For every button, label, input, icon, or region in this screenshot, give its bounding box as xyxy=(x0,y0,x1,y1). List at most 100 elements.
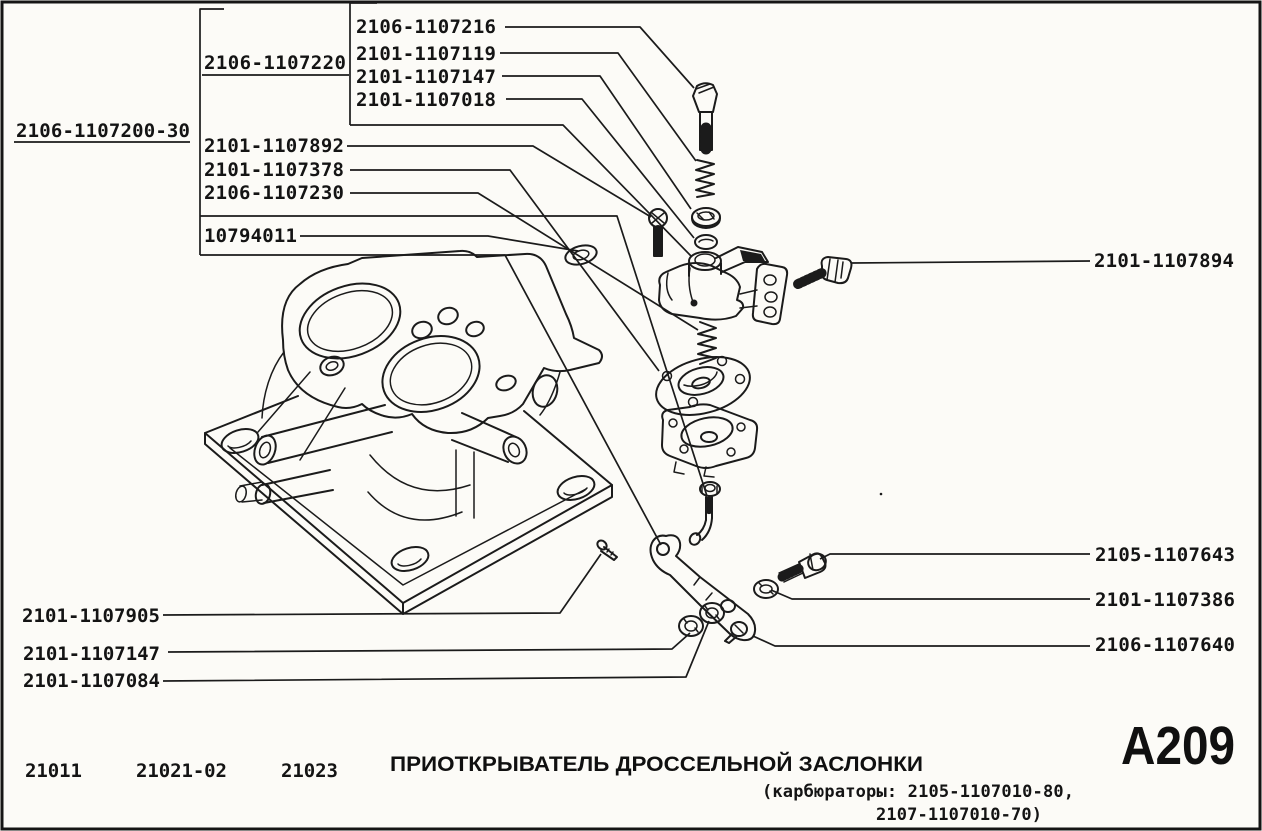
screw-lever-threads xyxy=(777,563,806,582)
rod-nut-hole xyxy=(704,483,716,493)
base-slot-bottom xyxy=(390,546,430,572)
flange-hole-1 xyxy=(763,274,777,286)
label-bushing-lever: 2101-1107084 xyxy=(23,670,160,692)
footer: 21011 21021-02 21023 ПРИОТКРЫВАТЕЛЬ ДРОС… xyxy=(25,716,1235,825)
nipple-end xyxy=(234,485,248,503)
label-lever: 2106-1107640 xyxy=(1095,634,1235,656)
rod-and-nut-drawing xyxy=(688,481,721,546)
screw-lever-head xyxy=(807,552,827,572)
bushing-hatch xyxy=(704,605,720,620)
leader-spring-upper xyxy=(500,52,697,162)
bolt-side-drawing xyxy=(793,256,853,289)
label-washer-small: 2101-1107386 xyxy=(1095,589,1235,611)
base-flange-inner-edge xyxy=(229,447,587,586)
housing-hole-4 xyxy=(726,447,736,457)
vacuum-tube xyxy=(261,469,334,504)
valve-body-boss-bore xyxy=(694,253,716,267)
valve-body-main xyxy=(658,262,745,321)
housing-outline xyxy=(661,403,759,469)
housing-center-hole xyxy=(700,431,718,443)
venturi-bore-1-inner xyxy=(306,289,394,353)
base-flange-thickness xyxy=(204,432,613,615)
leader-washer-small xyxy=(770,589,1090,600)
washer-lock-drawing xyxy=(691,207,721,229)
label-assembly: 2106-1107200-30 xyxy=(16,120,190,142)
label-gasket: 10794011 xyxy=(204,225,297,247)
leader-bushing-lever xyxy=(162,620,710,682)
lever-bend-creases xyxy=(693,576,713,601)
valve-body-spout xyxy=(715,246,769,273)
bolt-long-drawing xyxy=(692,82,718,155)
plate-number: A209 xyxy=(1121,716,1235,776)
screw-lever-shaft xyxy=(778,563,804,583)
flange-hole-2 xyxy=(764,291,778,303)
label-washer-plain: 2101-1107018 xyxy=(356,89,496,111)
washer-lever-hatch xyxy=(683,618,699,633)
leader-washer-lock xyxy=(502,75,692,210)
washer-lock-hole xyxy=(697,211,715,221)
exploded-parts-drawing xyxy=(596,82,883,644)
base-slot-bottom-inner xyxy=(397,558,422,567)
label-bolt-long: 2106-1107216 xyxy=(356,16,496,38)
carburetor-note-line2: 2107-1107010-70) xyxy=(876,805,1042,825)
page-title: ПРИОТКРЫВАТЕЛЬ ДРОССЕЛЬНОЙ ЗАСЛОНКИ xyxy=(390,752,923,776)
venturi-bore-2-inner xyxy=(389,342,473,406)
washer-lever-inner xyxy=(684,620,698,632)
fuel-tube xyxy=(261,404,393,464)
housing-hole-2 xyxy=(679,444,689,454)
bolt-small-slot xyxy=(651,212,665,224)
bolt-side-head xyxy=(820,256,853,285)
label-diaphragm: 2101-1107378 xyxy=(204,159,344,181)
flange-arm-lines xyxy=(739,289,758,309)
valve-body-spout-shade xyxy=(740,250,765,261)
flange-hole-3 xyxy=(763,306,777,318)
washer-small-drawing xyxy=(753,579,779,599)
model-code-1: 21011 xyxy=(25,760,82,782)
body-left-wall xyxy=(261,351,285,419)
leader-gasket xyxy=(300,235,579,252)
valve-body-drawing xyxy=(658,246,789,326)
label-washer-lever: 2101-1107147 xyxy=(23,643,160,665)
washer-lock-top xyxy=(691,207,721,227)
bolt-long-head xyxy=(692,82,718,113)
carburetor-note-line1: (карбюраторы: 2105-1107010-80, xyxy=(762,782,1074,802)
ear-hole-left-inner xyxy=(325,360,339,372)
gasket-ring-inner xyxy=(572,249,590,261)
passage-hole-1 xyxy=(411,320,433,340)
base-slot-right-inner xyxy=(563,487,588,496)
leader-screw-lever xyxy=(819,553,1090,560)
ear-hole-left xyxy=(319,355,345,377)
model-code-3: 21023 xyxy=(281,760,338,782)
lever-screw-head xyxy=(730,621,748,637)
fuel-tube-end xyxy=(253,434,277,466)
top-plate-outline xyxy=(281,249,603,435)
side-oval-port xyxy=(531,374,559,408)
washer-plain-ring xyxy=(694,234,718,250)
bracket-assembly xyxy=(199,8,224,255)
fuel-tube-bore xyxy=(258,441,272,459)
leader-bolt-side xyxy=(851,260,1091,264)
passage-hole-3 xyxy=(465,320,485,338)
rod-nut xyxy=(699,481,721,497)
base-slot-left xyxy=(220,428,260,454)
housing-hole-1 xyxy=(668,418,678,428)
diaphragm-hole-3 xyxy=(734,373,746,385)
screw-pin-drawing xyxy=(596,539,618,561)
base-slot-right xyxy=(556,475,596,501)
diaphragm-hole-1 xyxy=(661,370,673,382)
lever-tip-screw-drawing xyxy=(724,621,748,644)
bolt-side-head-lines xyxy=(826,258,844,283)
venturi-bore-1 xyxy=(298,282,402,360)
label-spring-upper: 2101-1107119 xyxy=(356,43,496,65)
label-bolt-side: 2101-1107894 xyxy=(1094,250,1234,272)
passage-hole-2 xyxy=(437,306,459,326)
washer-lock-split xyxy=(696,211,715,221)
screw-pin-shaft xyxy=(600,546,618,561)
diaphragm-housing-drawing xyxy=(661,403,759,478)
right-tube xyxy=(451,412,517,463)
model-code-2: 21021-02 xyxy=(136,760,227,782)
bolt-long-slot xyxy=(695,83,715,94)
leader-diaphragm xyxy=(350,169,660,372)
body-web-2 xyxy=(299,387,346,461)
